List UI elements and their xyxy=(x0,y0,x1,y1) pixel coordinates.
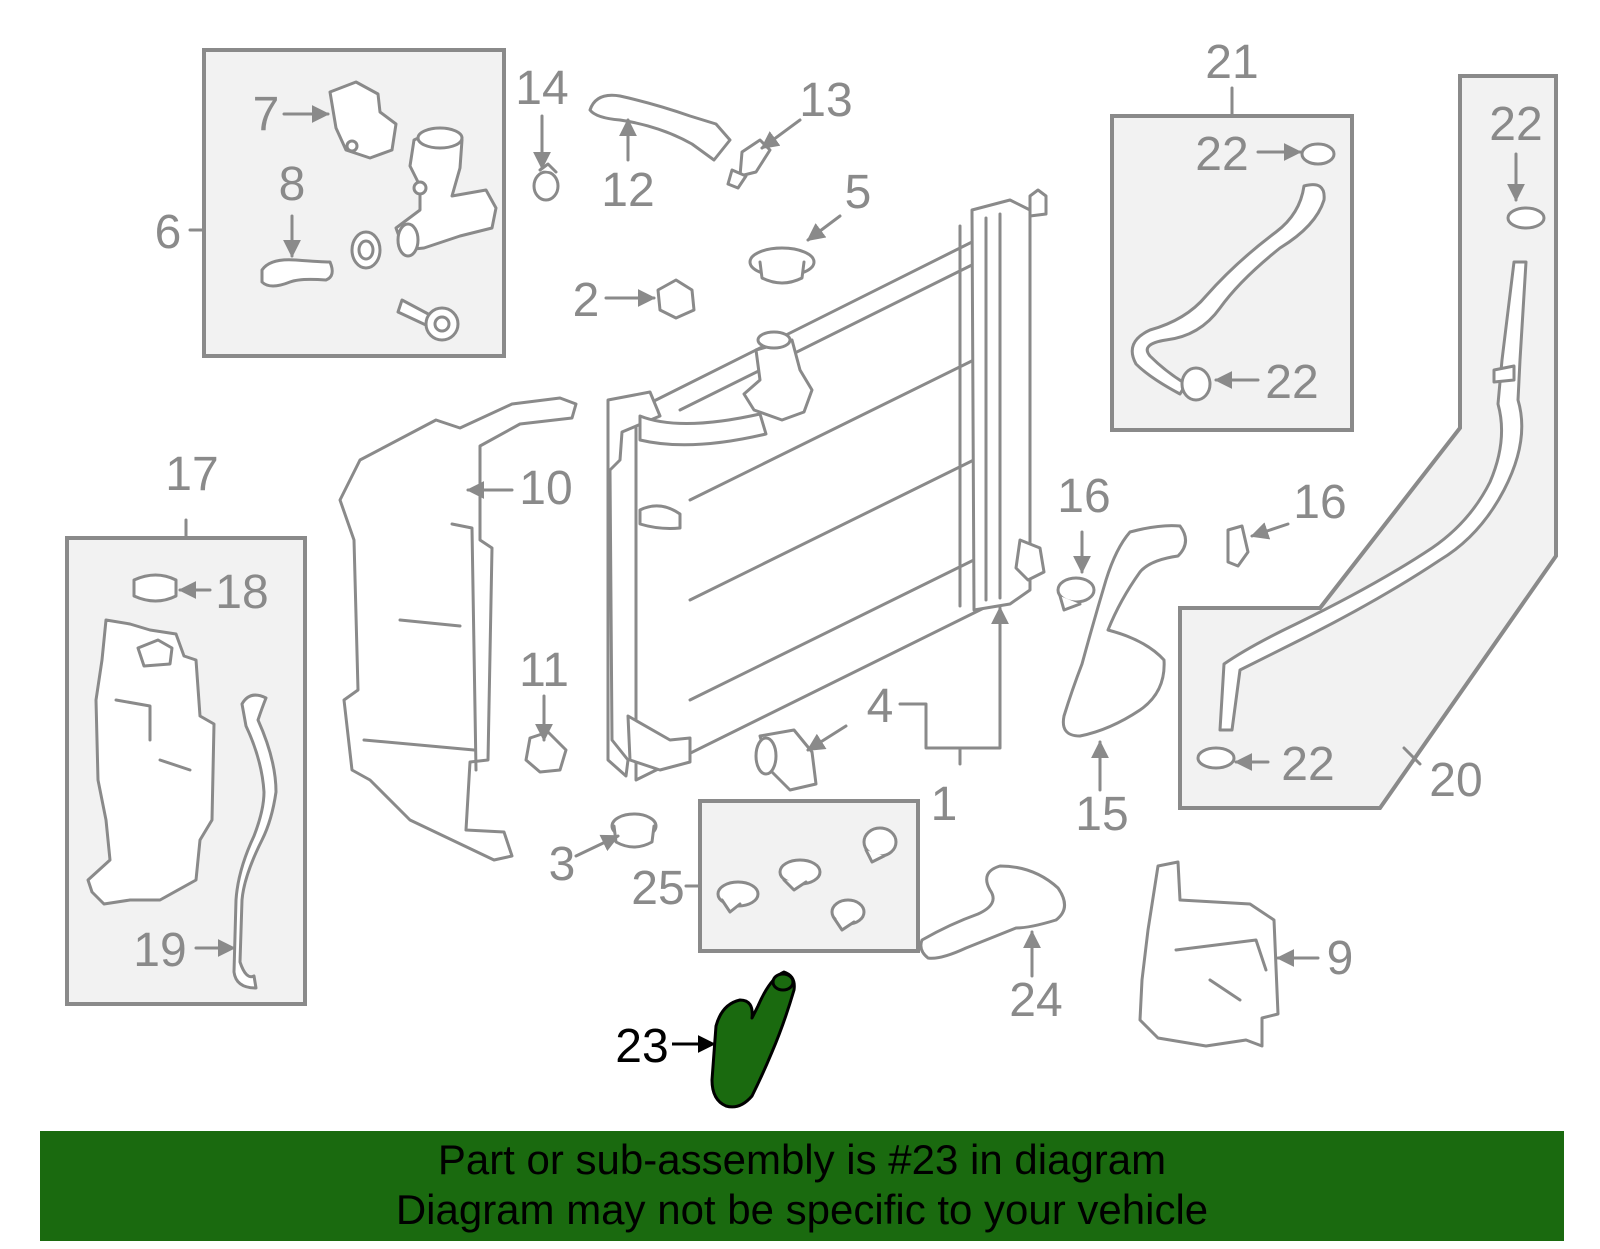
leader-13 xyxy=(760,118,802,150)
part-12-hose xyxy=(588,93,732,162)
part-17-reservoir xyxy=(86,573,216,906)
callout-16a: 16 xyxy=(1057,470,1110,523)
callout-22c: 22 xyxy=(1489,98,1542,151)
callout-7: 7 xyxy=(253,88,280,141)
banner-line-2: Diagram may not be specific to your vehi… xyxy=(395,1186,1209,1233)
part-6-water-outlet xyxy=(394,126,498,258)
part-1-radiator xyxy=(606,188,1048,782)
banner-line-1: Part or sub-assembly is #23 in diagram xyxy=(437,1136,1167,1183)
callout-25: 25 xyxy=(631,862,684,915)
callout-19: 19 xyxy=(133,924,186,977)
leader-5 xyxy=(806,214,842,242)
part-16-clip-right xyxy=(1226,524,1250,568)
callout-24: 24 xyxy=(1009,974,1062,1027)
bolt-icon xyxy=(396,298,460,342)
callout-12: 12 xyxy=(601,164,654,217)
callout-22d: 22 xyxy=(1281,738,1334,791)
info-banner: Part or sub-assembly is #23 in diagram D… xyxy=(40,1131,1564,1241)
part-11-pushpin xyxy=(524,730,568,774)
callout-1: 1 xyxy=(931,778,958,831)
part-15-hose xyxy=(1061,524,1187,738)
callout-14: 14 xyxy=(515,62,568,115)
leader-20 xyxy=(1402,746,1422,766)
part-5-cap xyxy=(748,246,816,285)
part-4-drain-plug xyxy=(754,728,818,792)
callout-9: 9 xyxy=(1327,932,1354,985)
leader-4 xyxy=(806,724,848,752)
callout-20: 20 xyxy=(1429,754,1482,807)
callout-11: 11 xyxy=(519,644,569,697)
callout-21: 21 xyxy=(1205,36,1258,89)
leader-3 xyxy=(574,834,620,858)
leader-4-1 xyxy=(898,606,1009,750)
part-3-grommet xyxy=(610,812,658,849)
callout-3: 3 xyxy=(549,838,576,891)
part-14-clamp xyxy=(532,162,560,202)
part-20-pipe xyxy=(1196,206,1546,770)
clamp-set-25 xyxy=(716,826,898,932)
callout-6: 6 xyxy=(155,206,182,259)
callout-18: 18 xyxy=(215,566,268,619)
callout-8: 8 xyxy=(279,158,306,211)
clamp-icon xyxy=(350,230,382,270)
callout-22a: 22 xyxy=(1195,128,1248,181)
part-19-hose xyxy=(232,693,278,990)
part-16-clamp-left xyxy=(1056,576,1096,612)
callout-13: 13 xyxy=(799,74,852,127)
callout-2: 2 xyxy=(573,274,600,327)
callout-17: 17 xyxy=(165,448,218,501)
group-box-20 xyxy=(1178,74,1558,810)
callout-5: 5 xyxy=(845,166,872,219)
part-23-hose-highlighted[interactable] xyxy=(710,970,796,1109)
part-7-bracket xyxy=(328,80,398,160)
part-8-hose xyxy=(260,258,334,288)
callout-10: 10 xyxy=(519,462,572,515)
leader-16b xyxy=(1250,522,1290,540)
part-24-hose xyxy=(919,864,1066,960)
callout-15: 15 xyxy=(1075,788,1128,841)
callout-22b: 22 xyxy=(1265,356,1318,409)
part-10-deflector xyxy=(338,396,578,862)
part-21-hose-assembly xyxy=(1130,142,1336,402)
callout-4: 4 xyxy=(867,680,894,733)
part-2-plug xyxy=(656,278,696,320)
part-9-bracket xyxy=(1138,860,1280,1048)
callout-23: 23 xyxy=(615,1020,668,1073)
callout-16b: 16 xyxy=(1293,476,1346,529)
